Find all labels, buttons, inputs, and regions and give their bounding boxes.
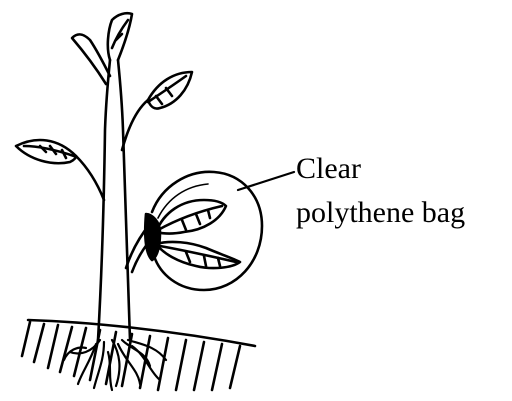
upper-right-leaf	[122, 72, 192, 150]
main-stem	[72, 13, 132, 340]
polythene-bag	[152, 172, 262, 290]
bag-label-line1: Clear	[296, 152, 361, 186]
label-pointer-line	[238, 172, 294, 190]
bag-label-line2: polythene bag	[296, 196, 465, 230]
side-branch	[126, 214, 160, 272]
roots	[64, 340, 166, 390]
left-leaf	[16, 140, 104, 200]
bagged-leaves	[156, 200, 240, 268]
